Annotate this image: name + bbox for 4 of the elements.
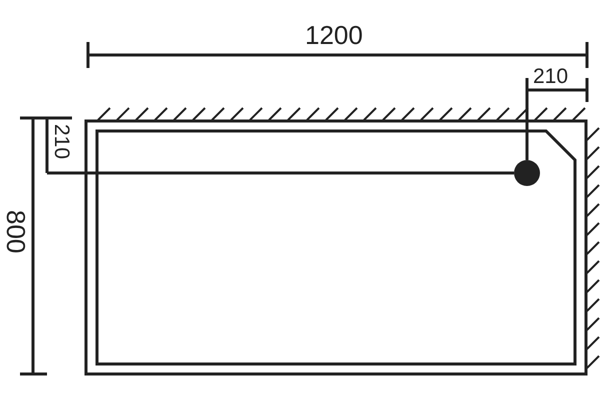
dimension-label: 210 (51, 124, 72, 160)
dimension-label: 210 (533, 66, 568, 87)
dimension-label: 1200 (305, 22, 363, 48)
dimension-label: 800 (3, 210, 29, 254)
